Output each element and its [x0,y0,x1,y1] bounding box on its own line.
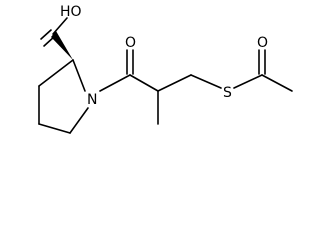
ring-nitrogen-label: N [87,92,97,108]
bond-c4-c5 [38,123,71,134]
ketone-oxygen-label: O [125,35,136,51]
bond-ch-ch2 [157,74,192,92]
bond-carbonyl-ch [129,74,159,92]
bond-c5-n [69,107,89,134]
stereo-wedge-bond [51,31,73,60]
bond-n-c2 [72,59,86,92]
sulfur-label: S [223,85,232,101]
bond-s-thioester [233,74,263,89]
bond-layer [38,17,293,134]
chemical-structure: HO O N O S O [38,4,293,134]
hydroxyl-label: HO [60,4,82,20]
bond-thioester-methyl [261,74,293,92]
bond-cooh-o-double-a [40,29,52,40]
bond-cooh-oh [52,17,68,35]
bond-n-carbonyl [99,74,131,92]
bond-cooh-o-double-b [43,35,56,47]
bond-c2-c3 [38,59,74,87]
bond-ch2-s [190,74,222,89]
atom-label-layer: HO O N O S O [60,4,268,108]
thioester-oxygen-label: O [257,35,268,51]
